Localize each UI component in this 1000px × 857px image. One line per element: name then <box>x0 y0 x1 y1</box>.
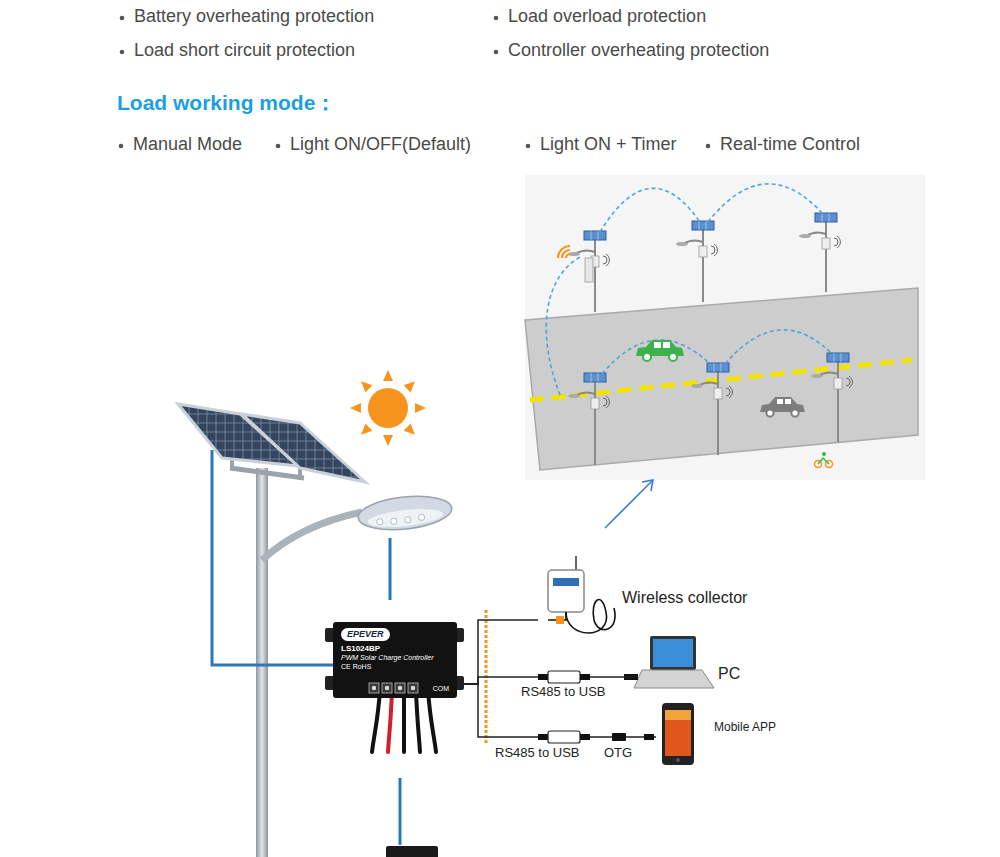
cable-label: OTG <box>604 745 632 761</box>
brand-logo: EPEVER <box>341 628 390 641</box>
mobile-phone: Mobile APP <box>656 700 782 767</box>
charge-controller: EPEVER LS1024BPPWM Solar Charge Controlle… <box>333 622 457 698</box>
mode-item: Light ON/OFF(Default) <box>290 134 471 156</box>
laptop-pc: PC <box>638 634 746 694</box>
cable-label: RS485 to USB <box>494 745 581 761</box>
wireless-collector: Wireless collector <box>538 556 753 634</box>
data-cable <box>457 684 656 737</box>
device-label: Mobile APP <box>714 720 776 735</box>
feature-item: Controller overheating protection <box>508 40 769 62</box>
cable-label: RS485 to USB <box>520 684 607 700</box>
product-type: PWM Solar Charge Controller <box>341 654 434 663</box>
feature-item: Battery overheating protection <box>134 6 374 28</box>
device-label: PC <box>718 664 740 684</box>
mode-item: Light ON + Timer <box>540 134 677 156</box>
data-cable <box>457 620 538 684</box>
feature-item: Load short circuit protection <box>134 40 355 62</box>
device-label: Wireless collector <box>622 588 747 608</box>
feature-item: Load overload protection <box>508 6 706 28</box>
certification-mark: CE RoHS <box>341 663 371 672</box>
model-number: LS1024BP <box>341 644 380 654</box>
mode-item: Manual Mode <box>133 134 242 156</box>
section-heading: Load working mode： <box>117 89 336 117</box>
port-label: COM <box>433 685 449 694</box>
terminal-block <box>367 682 423 694</box>
mode-item: Real-time Control <box>720 134 860 156</box>
